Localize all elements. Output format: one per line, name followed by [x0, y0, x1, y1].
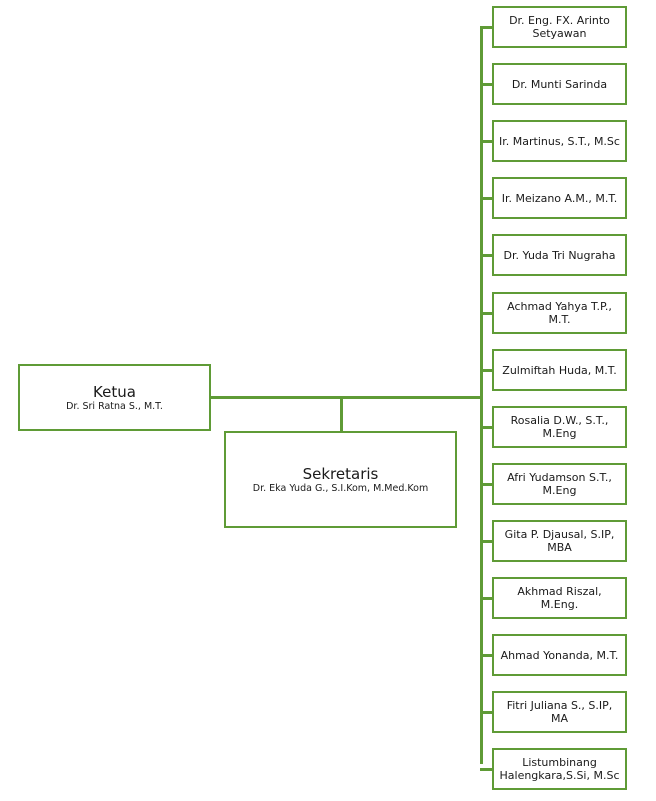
member-box: Afri Yudamson S.T., M.Eng: [492, 463, 627, 505]
member-box: Gita P. Djausal, S.IP, MBA: [492, 520, 627, 562]
member-name: Ahmad Yonanda, M.T.: [500, 648, 619, 662]
member-branch-line: [480, 711, 493, 714]
connector-trunk-to-secretary: [340, 398, 343, 432]
member-box: Ahmad Yonanda, M.T.: [492, 634, 627, 676]
member-branch-line: [480, 312, 493, 315]
member-name: Achmad Yahya T.P., M.T.: [507, 300, 612, 326]
member-trunk-line: [480, 27, 483, 764]
member-box: Zulmiftah Huda, M.T.: [492, 349, 627, 391]
secretary-box: Sekretaris Dr. Eka Yuda G., S.I.Kom, M.M…: [224, 431, 457, 528]
member-box: Akhmad Riszal, M.Eng.: [492, 577, 627, 619]
member-branch-line: [480, 597, 493, 600]
member-name: Rosalia D.W., S.T., M.Eng: [510, 414, 609, 440]
chairman-box: Ketua Dr. Sri Ratna S., M.T.: [18, 364, 211, 431]
member-branch-line: [480, 768, 493, 771]
chairman-role: Ketua: [93, 382, 136, 401]
member-name: Akhmad Riszal, M.Eng.: [517, 585, 602, 611]
member-box: Listumbinang Halengkara,S.Si, M.Sc: [492, 748, 627, 790]
member-branch-line: [480, 254, 493, 257]
member-name: Ir. Martinus, S.T., M.Sc: [499, 134, 620, 148]
member-name: Dr. Munti Sarinda: [511, 77, 608, 91]
member-box: Dr. Munti Sarinda: [492, 63, 627, 105]
member-box: Dr. Yuda Tri Nugraha: [492, 234, 627, 276]
member-name: Zulmiftah Huda, M.T.: [502, 363, 617, 377]
member-branch-line: [480, 83, 493, 86]
member-branch-line: [480, 426, 493, 429]
chairman-name: Dr. Sri Ratna S., M.T.: [66, 400, 163, 412]
member-name: Afri Yudamson S.T., M.Eng: [507, 471, 612, 497]
member-box: Achmad Yahya T.P., M.T.: [492, 292, 627, 334]
member-branch-line: [480, 654, 493, 657]
member-name: Ir. Meizano A.M., M.T.: [501, 191, 618, 205]
member-box: Dr. Eng. FX. Arinto Setyawan: [492, 6, 627, 48]
member-branch-line: [480, 483, 493, 486]
member-name: Gita P. Djausal, S.IP, MBA: [504, 528, 615, 554]
secretary-role: Sekretaris: [302, 464, 379, 483]
connector-chairman-to-trunk: [210, 396, 481, 399]
member-branch-line: [480, 26, 493, 29]
member-branch-line: [480, 140, 493, 143]
member-name: Dr. Eng. FX. Arinto Setyawan: [509, 14, 610, 40]
member-box: Fitri Juliana S., S.IP, MA: [492, 691, 627, 733]
member-box: Rosalia D.W., S.T., M.Eng: [492, 406, 627, 448]
member-branch-line: [480, 197, 493, 200]
member-name: Fitri Juliana S., S.IP, MA: [506, 699, 613, 725]
member-box: Ir. Martinus, S.T., M.Sc: [492, 120, 627, 162]
member-box: Ir. Meizano A.M., M.T.: [492, 177, 627, 219]
member-branch-line: [480, 369, 493, 372]
secretary-name: Dr. Eka Yuda G., S.I.Kom, M.Med.Kom: [252, 482, 429, 494]
member-name: Dr. Yuda Tri Nugraha: [503, 248, 616, 262]
member-name: Listumbinang Halengkara,S.Si, M.Sc: [499, 756, 620, 782]
member-branch-line: [480, 540, 493, 543]
